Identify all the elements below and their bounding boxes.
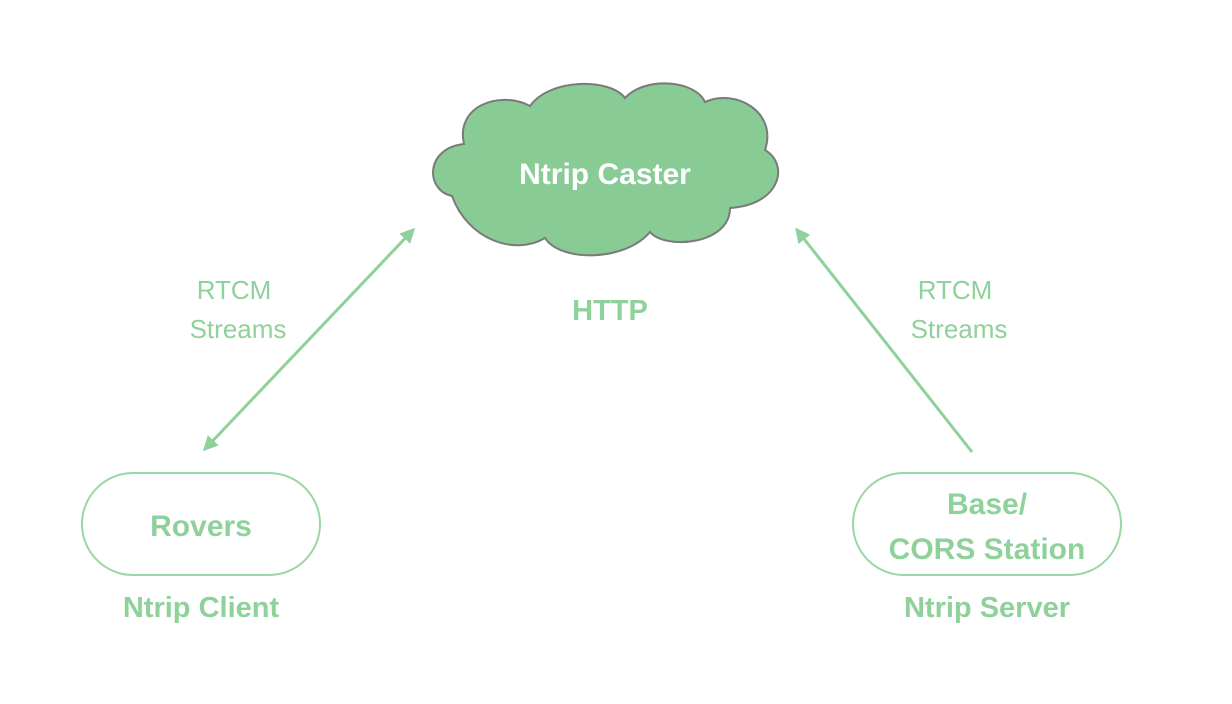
rovers-node-box	[81, 472, 321, 576]
server-stream-label: RTCM Streams	[911, 275, 1008, 344]
server-stream-line1: RTCM	[918, 275, 993, 305]
base-station-line2: CORS Station	[889, 533, 1086, 566]
base-station-node-box	[852, 472, 1122, 576]
server-stream-arrow	[795, 227, 974, 453]
rovers-node-label: Rovers	[150, 510, 252, 543]
server-role-label: Ntrip Server	[904, 592, 1070, 624]
base-station-line1: Base/	[947, 488, 1028, 521]
client-role-label: Ntrip Client	[123, 592, 280, 624]
caster-cloud: Ntrip Caster	[432, 82, 780, 257]
server-stream-line2: Streams	[911, 314, 1008, 344]
caster-label: Ntrip Caster	[519, 158, 691, 191]
client-stream-arrow	[202, 227, 416, 452]
client-stream-label: RTCM Streams	[190, 275, 287, 344]
protocol-label: HTTP	[572, 295, 648, 327]
cloud-shape	[432, 82, 780, 257]
base-station-node: Base/ CORS Station	[852, 472, 1122, 576]
rovers-node: Rovers	[81, 472, 321, 576]
client-stream-line2: Streams	[190, 314, 287, 344]
client-stream-line1: RTCM	[197, 275, 272, 305]
